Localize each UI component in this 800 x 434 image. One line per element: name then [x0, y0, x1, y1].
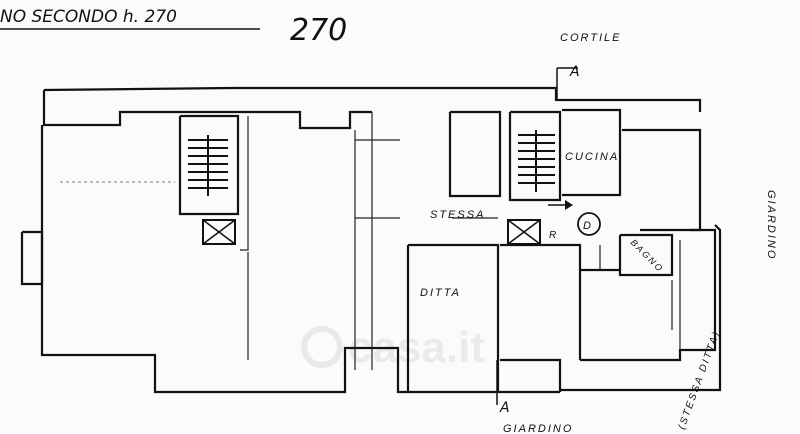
label-bagno: BAGNO — [629, 237, 666, 274]
label-ditta: DITTA — [420, 287, 461, 299]
section-marker-bottom: A — [496, 360, 510, 416]
svg-text:A: A — [499, 400, 510, 416]
section-marker-top: A — [556, 64, 580, 100]
label-stessa: STESSA — [430, 209, 485, 221]
label-giardino-right: GIARDINO — [765, 190, 777, 260]
left-stair-core — [178, 114, 240, 245]
floor-title: NO SECONDO h. 270 — [0, 7, 177, 27]
watermark: casa.it — [301, 323, 485, 372]
entrance-arrow-icon — [548, 200, 573, 210]
right-unit-walls — [562, 108, 702, 350]
label-giardino-bottom: GIARDINO — [503, 423, 573, 434]
label-cortile: CORTILE — [560, 32, 621, 44]
label-marker-r: R — [549, 230, 558, 241]
label-door-d: D — [583, 220, 593, 232]
door-d-marker — [577, 212, 601, 236]
page-number: 270 — [290, 13, 347, 48]
right-stair-core — [507, 110, 562, 245]
label-cucina: CUCINA — [565, 151, 619, 163]
building-outline — [20, 86, 722, 394]
svg-text:A: A — [569, 64, 580, 80]
left-interior-walls — [60, 112, 400, 370]
label-stessa-ditta: (STESSA DITTA) — [676, 329, 722, 431]
